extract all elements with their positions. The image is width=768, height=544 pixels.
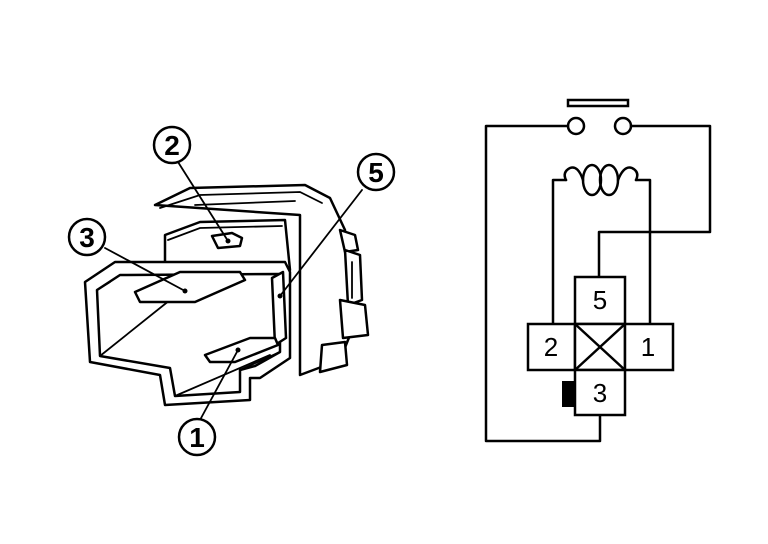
callout-5: 5 — [356, 152, 396, 192]
terminal-lock-tab — [562, 381, 575, 407]
leader-2 — [177, 161, 229, 242]
switch-contact-left — [566, 116, 586, 136]
connector-drawing: 2 5 3 1 — [67, 125, 396, 457]
terminal-center — [573, 322, 627, 372]
relay-coil — [563, 163, 639, 197]
leader-5 — [279, 189, 363, 297]
terminal-1-blade — [203, 336, 280, 364]
wire-coil-to-1 — [634, 178, 652, 325]
callout-2: 2 — [152, 125, 192, 165]
svg-text:3: 3 — [79, 222, 95, 253]
svg-text:3: 3 — [593, 378, 607, 408]
terminal-1: 1 — [623, 322, 675, 372]
wire-switch-to-5 — [597, 124, 712, 279]
leader-1 — [199, 349, 239, 421]
switch-bar — [566, 98, 630, 108]
svg-text:1: 1 — [189, 422, 205, 453]
svg-text:1: 1 — [641, 332, 655, 362]
terminal-2: 2 — [526, 322, 577, 372]
svg-text:5: 5 — [593, 285, 607, 315]
terminal-3: 3 — [573, 368, 627, 417]
switch-contact-right — [613, 116, 633, 136]
callout-3: 3 — [67, 217, 107, 257]
connector-latch — [338, 228, 360, 254]
leader-3 — [104, 247, 186, 292]
wire-coil-to-2 — [551, 178, 568, 325]
terminal-5: 5 — [573, 275, 627, 326]
terminal-5-blade — [270, 270, 288, 347]
wire-switch-to-3 — [484, 124, 602, 443]
relay-schematic: 5 2 1 3 — [484, 98, 712, 443]
callout-1: 1 — [177, 417, 217, 457]
svg-text:2: 2 — [164, 130, 180, 161]
svg-text:5: 5 — [368, 157, 384, 188]
terminal-3-blade — [133, 270, 247, 304]
svg-text:2: 2 — [544, 332, 558, 362]
